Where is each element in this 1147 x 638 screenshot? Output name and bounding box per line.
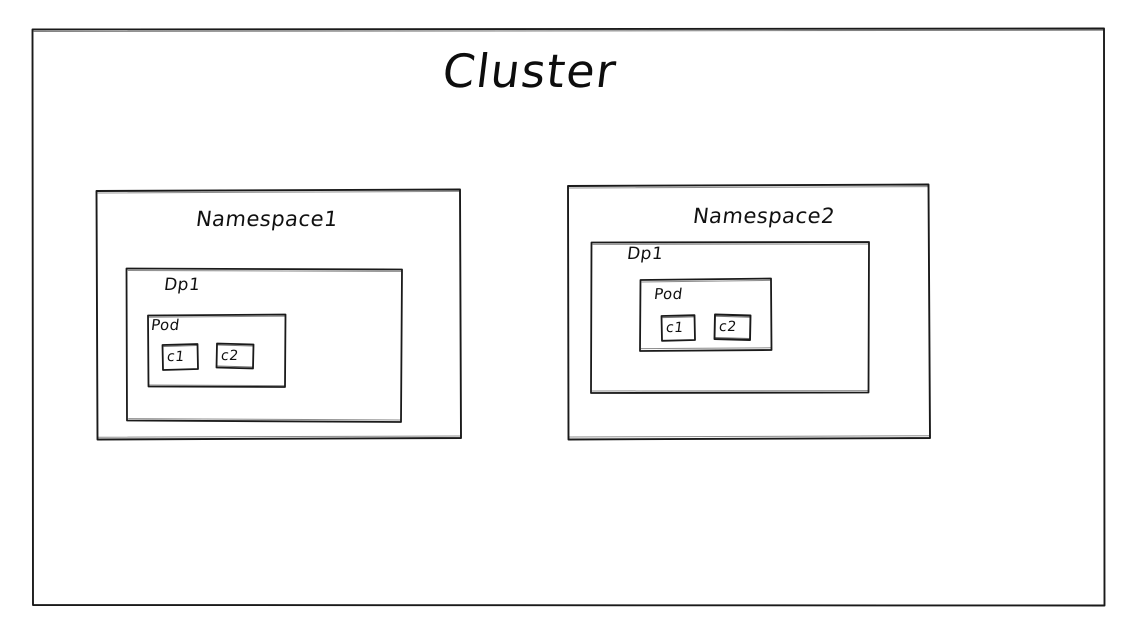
namespace-title-1: Namespace1: [194, 207, 340, 231]
pod-title-1: Pod: [149, 316, 181, 334]
pod-title-2: Pod: [652, 285, 684, 303]
cluster-title: Cluster: [439, 44, 621, 98]
namespace-title-2: Namespace2: [691, 204, 837, 228]
container-label-1-c1: c1: [166, 349, 186, 365]
deployment-title-2: Dp1: [625, 244, 665, 264]
container-label-2-c1: c1: [665, 320, 685, 336]
container-label-2-c2: c2: [718, 319, 738, 335]
deployment-title-1: Dp1: [162, 275, 202, 295]
container-label-1-c2: c2: [220, 348, 240, 364]
